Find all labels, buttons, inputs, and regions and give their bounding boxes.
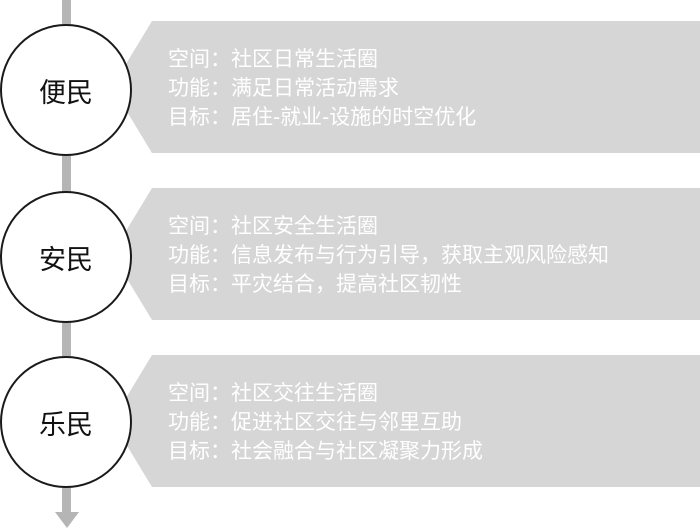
stage-panel-anmin: 空间：社区安全生活圈 功能：信息发布与行为引导，获取主观风险感知 目标：平灾结合…: [112, 188, 700, 320]
panel-line-function: 功能：信息发布与行为引导，获取主观风险感知: [168, 243, 609, 267]
timeline-arrow-down-icon: [55, 512, 79, 528]
stage-circle-anmin: 安民: [0, 191, 132, 323]
stage-panel-bianmin: 空间：社区日常生活圈 功能：满足日常活动需求 目标：居住-就业-设施的时空优化: [112, 21, 700, 153]
panel-line-function: 功能：促进社区交往与邻里互助: [168, 410, 462, 434]
stage-label: 安民: [39, 244, 93, 276]
stage-label: 乐民: [39, 409, 93, 441]
panel-line-space: 空间：社区安全生活圈: [168, 214, 378, 238]
panel-line-function: 功能：满足日常活动需求: [168, 76, 399, 100]
panel-line-goal: 目标：居住-就业-设施的时空优化: [168, 105, 477, 129]
panel-line-space: 空间：社区交往生活圈: [168, 381, 378, 405]
stage-circle-lemin: 乐民: [0, 356, 132, 488]
panel-line-space: 空间：社区日常生活圈: [168, 47, 378, 71]
panel-line-goal: 目标：平灾结合，提高社区韧性: [168, 272, 462, 296]
panel-line-goal: 目标：社会融合与社区凝聚力形成: [168, 439, 483, 463]
stage-label: 便民: [39, 77, 93, 109]
stage-circle-bianmin: 便民: [0, 24, 132, 156]
stage-panel-lemin: 空间：社区交往生活圈 功能：促进社区交往与邻里互助 目标：社会融合与社区凝聚力形…: [112, 355, 700, 487]
